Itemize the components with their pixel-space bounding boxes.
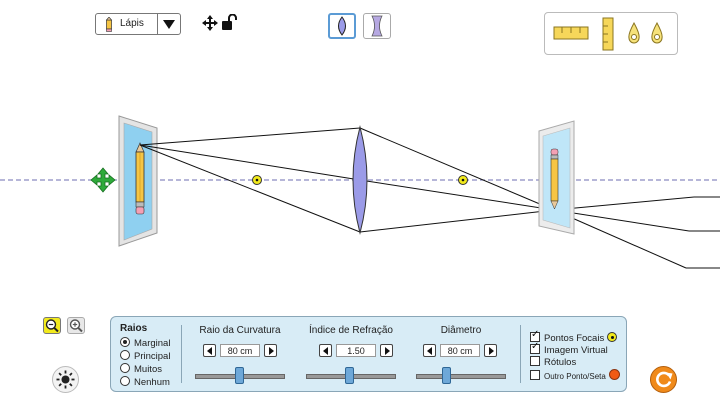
tools-panel	[544, 12, 678, 55]
convex-lens-icon	[338, 16, 346, 36]
convex-lens-button[interactable]	[328, 13, 356, 39]
radio-marginal[interactable]	[120, 337, 130, 347]
radio-principal[interactable]	[120, 350, 130, 360]
concave-lens-button[interactable]	[363, 13, 391, 39]
convex-lens[interactable]	[352, 125, 368, 235]
chevron-down-icon[interactable]	[157, 14, 180, 34]
diameter-title: Diâmetro	[440, 325, 482, 336]
check-focal-points[interactable]: Pontos Focais	[530, 329, 618, 344]
curvature-stepper: 80 cm	[203, 344, 278, 358]
concave-lens-icon	[371, 15, 383, 37]
object-move-handle-icon[interactable]	[90, 167, 116, 193]
diameter-decrement-button[interactable]	[423, 344, 436, 357]
curvature-value: 80 cm	[220, 344, 260, 357]
rays-option-muitos[interactable]: Muitos	[120, 363, 162, 375]
refraction-title: Índice de Refração	[309, 325, 393, 336]
ruler-horizontal-icon[interactable]	[553, 25, 589, 41]
check-labels[interactable]: Rótulos	[530, 356, 576, 368]
panel-divider	[181, 325, 182, 383]
curvature-decrement-button[interactable]	[203, 344, 216, 357]
zoom-in-button[interactable]	[67, 317, 85, 334]
other-point-legend-icon	[608, 369, 620, 380]
rays-title: Raios	[120, 323, 148, 334]
sun-icon	[56, 370, 75, 389]
focal-point-legend-icon	[607, 332, 618, 342]
focal-point-right[interactable]	[458, 175, 468, 185]
diameter-value: 80 cm	[440, 344, 480, 357]
radio-muitos[interactable]	[120, 363, 130, 373]
refraction-value: 1.50	[336, 344, 376, 357]
panel-divider	[520, 325, 521, 383]
image-pencil	[538, 120, 575, 235]
curvature-title: Raio da Curvatura	[199, 325, 281, 336]
check-virtual-image[interactable]: Imagem Virtual	[530, 341, 608, 356]
control-panel: Raios Marginal Principal Muitos Nenhum R…	[110, 316, 627, 392]
focal-point-left[interactable]	[252, 175, 262, 185]
diameter-slider-thumb[interactable]	[442, 367, 451, 384]
radio-nenhum[interactable]	[120, 376, 130, 386]
zoom-in-icon	[69, 319, 83, 333]
rays-option-nenhum[interactable]: Nenhum	[120, 376, 170, 388]
unlock-icon[interactable]	[221, 13, 237, 36]
checkbox-labels[interactable]	[530, 356, 540, 366]
marginal-rays	[139, 127, 720, 269]
intensity-probe-icon[interactable]	[650, 22, 664, 44]
zoom-out-icon	[45, 319, 59, 333]
diameter-increment-button[interactable]	[484, 344, 497, 357]
curvature-increment-button[interactable]	[264, 344, 277, 357]
refraction-stepper: 1.50	[319, 344, 394, 358]
refraction-decrement-button[interactable]	[319, 344, 332, 357]
diameter-slider-track[interactable]	[416, 374, 506, 379]
brightness-button[interactable]	[52, 366, 79, 393]
pencil-icon	[104, 16, 114, 37]
object-pencil[interactable]	[118, 115, 158, 247]
diameter-stepper: 80 cm	[423, 344, 498, 358]
refraction-slider-thumb[interactable]	[345, 367, 354, 384]
reset-icon	[656, 371, 673, 388]
check-other-point[interactable]: Outro Ponto/Seta	[530, 369, 620, 381]
ruler-vertical-icon[interactable]	[601, 17, 615, 51]
checkbox-virtual-image[interactable]	[530, 341, 540, 354]
curvature-slider-thumb[interactable]	[235, 367, 244, 384]
checkbox-other-point[interactable]	[530, 370, 540, 380]
object-dropdown-value: Lápis	[120, 18, 144, 29]
rays-option-marginal[interactable]: Marginal	[120, 337, 170, 349]
rays-option-principal[interactable]: Principal	[120, 350, 170, 362]
zoom-out-button[interactable]	[43, 317, 61, 334]
reset-button[interactable]	[650, 366, 677, 393]
intensity-probe-icon[interactable]	[627, 22, 641, 44]
object-dropdown[interactable]: Lápis	[95, 13, 181, 35]
refraction-increment-button[interactable]	[380, 344, 393, 357]
move-icon[interactable]	[202, 15, 218, 36]
